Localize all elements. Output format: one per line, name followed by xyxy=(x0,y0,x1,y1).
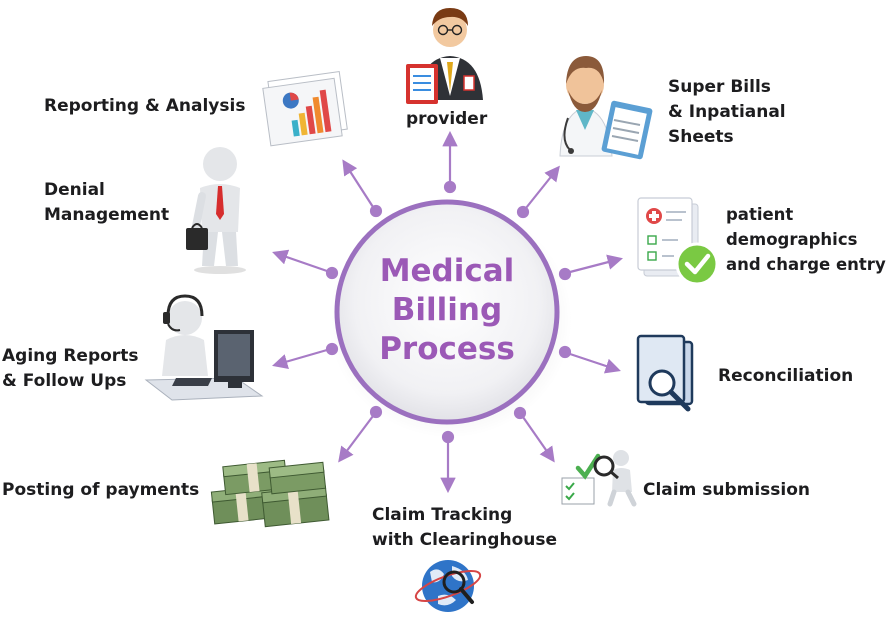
node-label-line: Reporting & Analysis xyxy=(44,96,246,116)
node-label-line: with Clearinghouse xyxy=(372,530,557,550)
connector-arrows xyxy=(272,130,623,494)
node-label-line: & Inpatianal xyxy=(668,102,786,122)
money-stack-icon xyxy=(210,459,330,528)
node-label-line: Super Bills xyxy=(668,77,771,97)
center-circle xyxy=(334,199,560,425)
checklist-document-icon xyxy=(637,197,719,286)
provider-icon xyxy=(406,8,483,104)
businessman-icon xyxy=(186,147,246,274)
arrow-super-bills xyxy=(516,165,560,219)
node-label-line: Claim submission xyxy=(643,480,811,500)
arrow-aging-reports xyxy=(272,342,339,369)
doctor-clipboard-icon xyxy=(559,56,653,160)
node-label-line: Denial xyxy=(44,180,105,200)
node-claim-submission: Claim submission xyxy=(643,478,810,503)
node-label-line: Posting of payments xyxy=(2,480,200,500)
node-denial-management: Denial Management xyxy=(44,178,169,228)
node-super-bills: Super Bills & Inpatianal Sheets xyxy=(668,75,786,150)
node-label-line: & Follow Ups xyxy=(2,371,127,391)
node-label-line: patient xyxy=(726,205,794,224)
node-reporting-analysis: Reporting & Analysis xyxy=(44,94,245,119)
node-aging-reports: Aging Reports & Follow Ups xyxy=(2,344,138,394)
node-provider: provider xyxy=(406,107,487,132)
magnifier-checklist-icon xyxy=(561,450,637,507)
node-label-line: Reconciliation xyxy=(718,366,854,386)
document-search-icon xyxy=(636,334,694,412)
arrow-claim-tracking xyxy=(440,430,456,494)
globe-search-icon xyxy=(414,560,482,612)
bar-chart-icon xyxy=(262,71,348,147)
node-claim-tracking: Claim Tracking with Clearinghouse xyxy=(372,503,557,553)
arrow-reconciliation xyxy=(558,345,621,374)
node-label-line: provider xyxy=(406,109,488,129)
node-label-line: Aging Reports xyxy=(2,346,139,366)
node-label-line: Claim Tracking xyxy=(372,505,513,525)
arrow-denial-management xyxy=(272,249,339,280)
node-label-line: Management xyxy=(44,205,170,225)
center-title-line: Process xyxy=(379,331,515,367)
computer-operator-icon xyxy=(144,294,264,401)
arrow-claim-submission xyxy=(513,406,555,463)
arrow-reporting-analysis xyxy=(342,159,383,218)
center-title: Medical Billing Process xyxy=(336,252,558,369)
node-label-line: Sheets xyxy=(668,127,734,147)
arrow-patient-demographics xyxy=(558,254,623,281)
node-label-line: demographics xyxy=(726,230,858,249)
node-patient-demographics: patient demographics and charge entry xyxy=(726,202,886,277)
node-reconciliation: Reconciliation xyxy=(718,364,853,389)
node-posting-payments: Posting of payments xyxy=(2,478,199,503)
center-title-line: Medical xyxy=(379,253,515,289)
center-title-line: Billing xyxy=(391,292,503,328)
arrow-posting-payments xyxy=(338,405,383,463)
node-label-line: and charge entry xyxy=(726,255,886,274)
arrow-provider xyxy=(442,130,458,194)
